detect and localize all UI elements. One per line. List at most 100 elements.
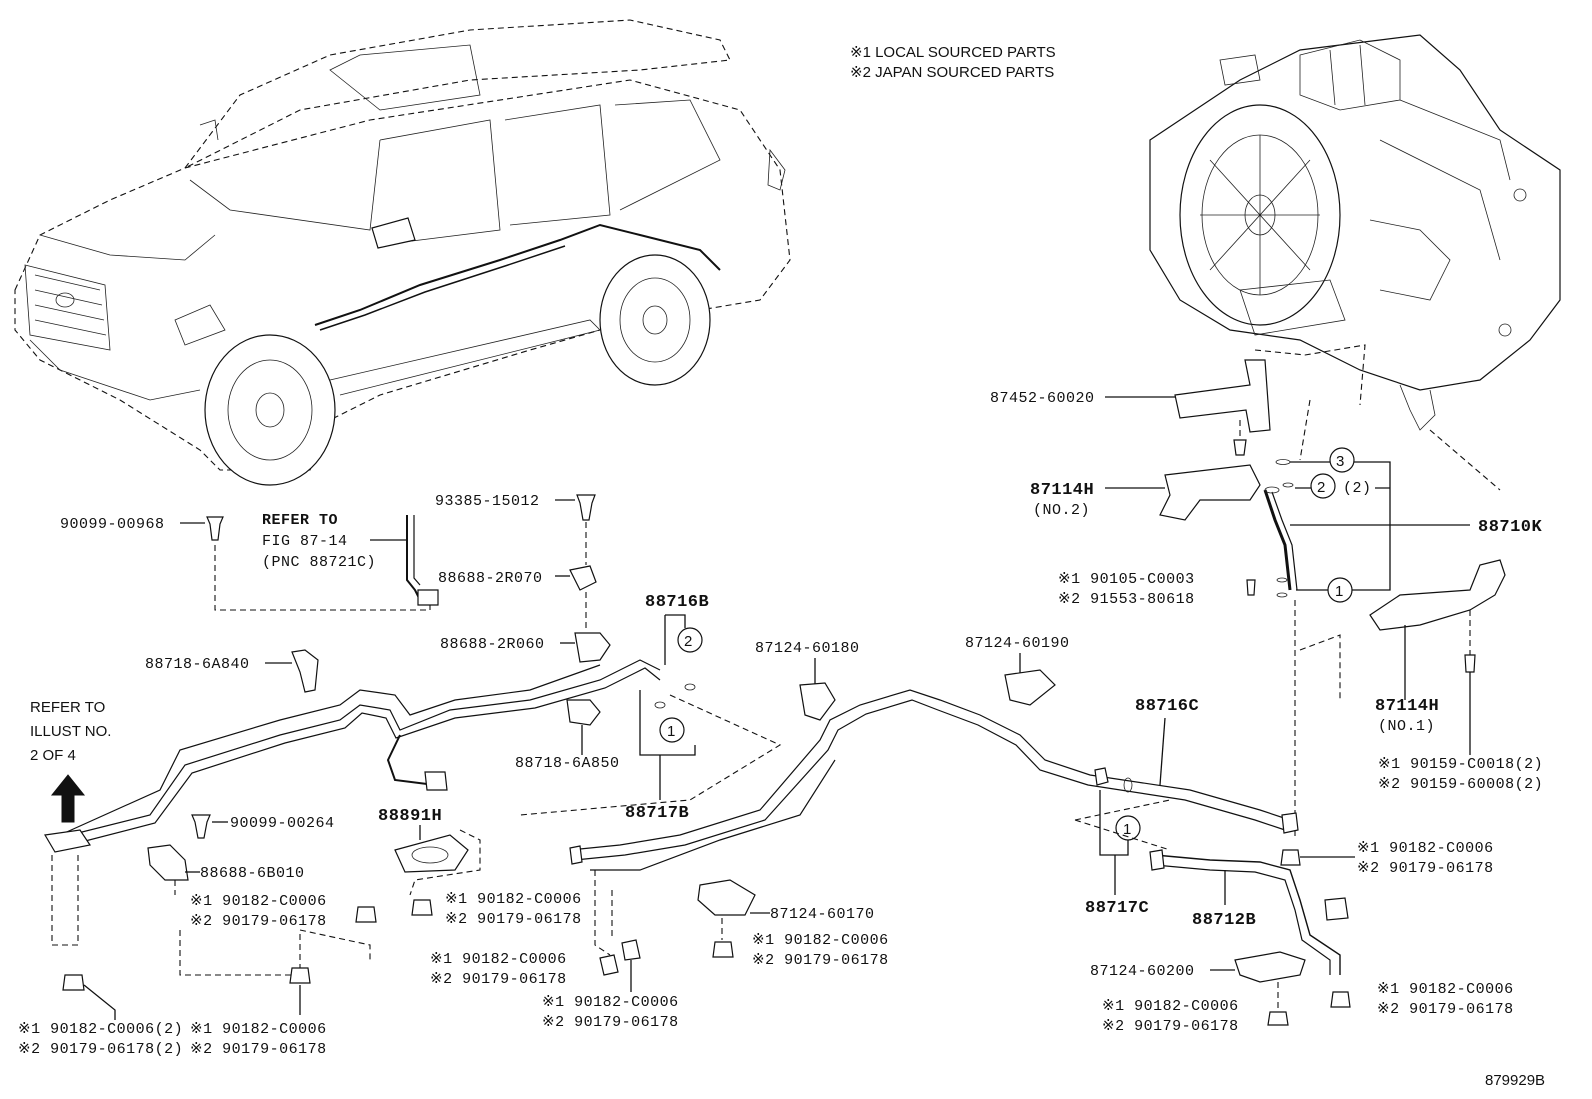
clamp-87124-60180 bbox=[799, 682, 836, 721]
refer-illust-line2: ILLUST NO. bbox=[30, 723, 111, 740]
label-87114H-no2-sub: (NO.2) bbox=[1033, 502, 1090, 519]
label-90179-06178-r1: ※2 90179-06178 bbox=[1357, 860, 1494, 877]
label-90182-C0006-c: ※1 90182-C0006 bbox=[752, 932, 889, 949]
nut-icon bbox=[289, 967, 311, 984]
label-90099-00264: 90099-00264 bbox=[230, 815, 335, 832]
label-90182-C0006-r2: ※1 90182-C0006 bbox=[1377, 981, 1514, 998]
label-88891H: 88891H bbox=[378, 807, 442, 826]
label-90182-C0006-a: ※1 90182-C0006 bbox=[190, 893, 327, 910]
clip-90159-icon bbox=[1464, 654, 1476, 673]
label-90182-C0006-d: ※1 90182-C0006 bbox=[445, 891, 582, 908]
nut-icon bbox=[1280, 849, 1301, 866]
callout-2-88716B-number: 2 bbox=[684, 633, 692, 650]
label-87124-60170: 87124-60170 bbox=[770, 906, 875, 923]
bolt-icon bbox=[1233, 439, 1247, 456]
label-88712B: 88712B bbox=[1192, 911, 1256, 930]
label-93385-15012: 93385-15012 bbox=[435, 493, 540, 510]
label-90182-C0006-b: ※1 90182-C0006 bbox=[190, 1021, 327, 1038]
clamp-87124-60190 bbox=[1004, 669, 1056, 706]
hvac-unit-illustration bbox=[1149, 34, 1561, 431]
pipe-end-fitting bbox=[44, 829, 91, 853]
label-87114H-no1-sub: (NO.1) bbox=[1378, 718, 1435, 735]
clamp-88688-2R060 bbox=[574, 632, 611, 663]
pipe-joint-88717C bbox=[1094, 767, 1109, 786]
nut-icon bbox=[1330, 991, 1351, 1008]
insulator-87114H-no2 bbox=[1159, 464, 1261, 521]
main-pipe-run bbox=[44, 659, 1299, 871]
callout-3 bbox=[1329, 447, 1355, 473]
label-87114H-no2: 87114H bbox=[1030, 481, 1094, 500]
label-90179-06178-a: ※2 90179-06178 bbox=[190, 913, 327, 930]
nut-icon bbox=[1267, 1011, 1289, 1026]
label-88716B: 88716B bbox=[645, 593, 709, 612]
screw-90099-00264-icon bbox=[191, 814, 211, 839]
label-87124-60190: 87124-60190 bbox=[965, 635, 1070, 652]
label-90179-06178-2: ※2 90179-06178(2) bbox=[18, 1041, 183, 1058]
label-90179-06178-f: ※2 90179-06178 bbox=[542, 1014, 679, 1031]
connector-icon bbox=[417, 589, 439, 606]
label-90179-06178-r2: ※2 90179-06178 bbox=[1377, 1001, 1514, 1018]
refer-illust-line3: 2 OF 4 bbox=[30, 747, 76, 764]
label-90179-06178-l: ※2 90179-06178 bbox=[1102, 1018, 1239, 1035]
label-87124-60180: 87124-60180 bbox=[755, 640, 860, 657]
nut-icon bbox=[712, 941, 734, 958]
screw-icon bbox=[1246, 579, 1256, 596]
vehicle-illustration bbox=[14, 19, 791, 486]
screw-93385-icon bbox=[576, 494, 596, 521]
label-88716C: 88716C bbox=[1135, 697, 1199, 716]
clamp-88688-2R070 bbox=[569, 565, 597, 591]
refer-fig-line1: REFER TO bbox=[262, 512, 338, 529]
refer-fig-line3: (PNC 88721C) bbox=[262, 554, 376, 571]
insulator-87114H-no1 bbox=[1369, 559, 1506, 631]
label-90182-C0006-r1: ※1 90182-C0006 bbox=[1357, 840, 1494, 857]
label-90179-06178-e: ※2 90179-06178 bbox=[430, 971, 567, 988]
pipe-joint bbox=[569, 845, 583, 865]
label-90099-00968: 90099-00968 bbox=[60, 516, 165, 533]
note-japan-sourced: ※2 JAPAN SOURCED PARTS bbox=[850, 64, 1054, 81]
clamp-87124-60200 bbox=[1234, 951, 1306, 983]
label-90159-C0018: ※1 90159-C0018(2) bbox=[1378, 756, 1543, 773]
label-88718-6A850: 88718-6A850 bbox=[515, 755, 620, 772]
callout-1-88717B bbox=[659, 717, 685, 743]
label-90179-06178-c: ※2 90179-06178 bbox=[752, 952, 889, 969]
callout-2-upper bbox=[1310, 473, 1336, 499]
label-88718-6A840: 88718-6A840 bbox=[145, 656, 250, 673]
nut-icon bbox=[411, 899, 433, 916]
label-90182-C0006-e: ※1 90182-C0006 bbox=[430, 951, 567, 968]
clamp-88688-6B010 bbox=[147, 844, 189, 881]
screw-90099-00968-icon bbox=[206, 516, 224, 541]
rear-wheel bbox=[599, 254, 711, 386]
clamp-88718-6A850 bbox=[566, 699, 601, 726]
front-wheel bbox=[204, 334, 336, 486]
label-88710K: 88710K bbox=[1478, 518, 1543, 537]
callout-2-upper-number: 2 bbox=[1317, 479, 1325, 496]
note-local-sourced: ※1 LOCAL SOURCED PARTS bbox=[850, 44, 1056, 61]
callout-1-upper-number: 1 bbox=[1335, 583, 1343, 600]
label-90179-06178-b: ※2 90179-06178 bbox=[190, 1041, 327, 1058]
diagram-id: 879929B bbox=[1485, 1072, 1545, 1089]
label-87114H-no1: 87114H bbox=[1375, 697, 1439, 716]
pipe-joint-right bbox=[1281, 812, 1299, 834]
label-90182-C0006-f: ※1 90182-C0006 bbox=[542, 994, 679, 1011]
label-87124-60200: 87124-60200 bbox=[1090, 963, 1195, 980]
clamp-88718-6A840 bbox=[291, 649, 319, 693]
nut-icon bbox=[599, 954, 619, 976]
nut-icon bbox=[355, 906, 377, 923]
callout-1-88717B-number: 1 bbox=[667, 723, 675, 740]
label-91553-80618: ※2 91553-80618 bbox=[1058, 591, 1195, 608]
count-2: (2) bbox=[1343, 480, 1372, 497]
nut-icon bbox=[621, 939, 641, 961]
label-90105-C0003: ※1 90105-C0003 bbox=[1058, 571, 1195, 588]
label-87452-60020: 87452-60020 bbox=[990, 390, 1095, 407]
clamp-87124-60170 bbox=[697, 879, 756, 916]
arrow-up-icon bbox=[50, 774, 86, 823]
nut-icon bbox=[62, 974, 85, 991]
callout-3-number: 3 bbox=[1336, 453, 1344, 470]
refer-illust-line1: REFER TO bbox=[30, 699, 105, 716]
label-90182-C0006-2: ※1 90182-C0006(2) bbox=[18, 1021, 183, 1038]
label-88717B: 88717B bbox=[625, 804, 689, 823]
label-88688-2R060: 88688-2R060 bbox=[440, 636, 545, 653]
label-88688-6B010: 88688-6B010 bbox=[200, 865, 305, 882]
